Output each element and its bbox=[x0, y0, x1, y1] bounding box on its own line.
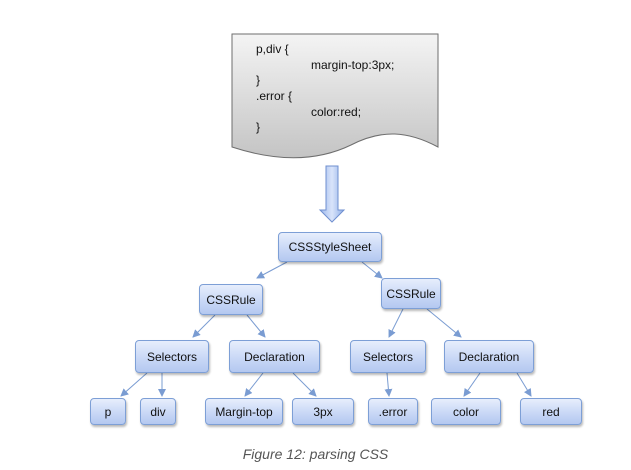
node-margin-top: Margin-top bbox=[205, 398, 283, 425]
down-arrow-icon bbox=[318, 165, 346, 223]
connector-root-rule2 bbox=[361, 261, 383, 279]
node-declaration-1: Declaration bbox=[229, 340, 320, 373]
connector-rule2-declaration2 bbox=[426, 308, 462, 338]
code-line-5: color:red; bbox=[311, 105, 362, 119]
code-line-2: margin-top:3px; bbox=[311, 58, 395, 72]
node-selectors-2: Selectors bbox=[350, 340, 426, 373]
code-line-6: } bbox=[256, 120, 261, 134]
connector-rule2-selectors2 bbox=[388, 308, 404, 338]
node-cssstylesheet: CSSStyleSheet bbox=[278, 232, 382, 262]
connector-declaration2-color bbox=[463, 372, 481, 397]
node-cssrule-1: CSSRule bbox=[199, 284, 263, 315]
connector-declaration1-3px bbox=[292, 372, 317, 397]
node-color: color bbox=[431, 398, 501, 425]
node-red: red bbox=[520, 398, 582, 425]
connector-declaration1-margintop bbox=[244, 372, 264, 397]
connector-selectors2-error bbox=[384, 372, 393, 397]
node-error: .error bbox=[368, 398, 418, 425]
node-cssrule-2: CSSRule bbox=[381, 278, 441, 309]
figure-caption: Figure 12: parsing CSS bbox=[242, 446, 389, 462]
code-line-1: p,div { bbox=[256, 42, 289, 56]
document-shape bbox=[231, 33, 439, 159]
connector-selectors1-p bbox=[120, 372, 148, 397]
connector-rule1-declaration1 bbox=[246, 314, 266, 338]
node-div: div bbox=[140, 398, 176, 425]
node-p: p bbox=[90, 398, 126, 425]
connector-declaration2-red bbox=[516, 372, 532, 397]
connector-rule1-selectors1 bbox=[192, 314, 216, 338]
node-declaration-2: Declaration bbox=[444, 340, 534, 373]
node-selectors-1: Selectors bbox=[135, 340, 209, 373]
code-line-4: .error { bbox=[256, 89, 293, 103]
node-3px: 3px bbox=[292, 398, 354, 425]
connector-root-rule1 bbox=[256, 261, 288, 279]
code-line-3: } bbox=[256, 73, 261, 87]
